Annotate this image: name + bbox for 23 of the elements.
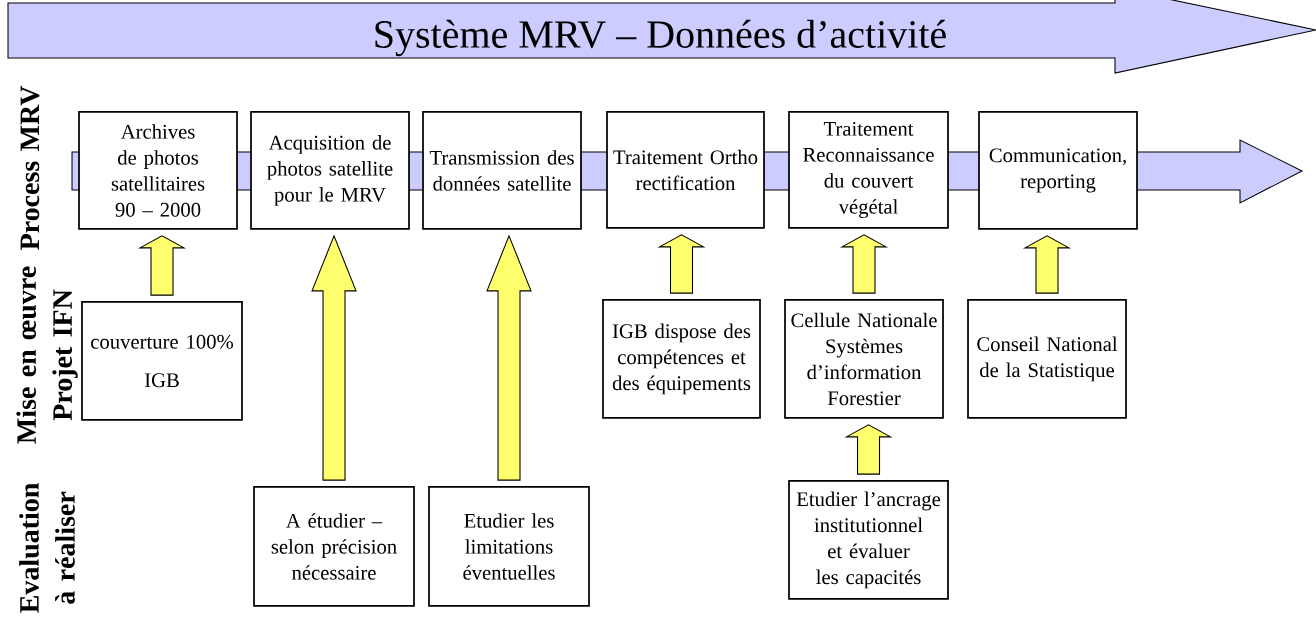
- text-box: Traitement Reconnaissance du couvert végétal: [788, 111, 949, 229]
- text-box: Etudier les limitations éventuelles: [428, 486, 590, 607]
- block-arrow: [137, 235, 187, 296]
- text-box: Communication, reporting: [978, 111, 1138, 230]
- text-box: Cellule Nationale Systèmes d’information Forestier: [784, 299, 944, 419]
- block-arrow: [486, 234, 532, 481]
- text-box: Archives de photos satellitaires 90 – 2000: [78, 111, 238, 230]
- row-label: Mise en œuvre Projet IFN: [16, 266, 78, 444]
- text-box: IGB dispose des compétences et des équipements: [602, 299, 761, 419]
- text-box: Conseil National de la Statistique: [967, 299, 1127, 419]
- block-arrow: [657, 234, 706, 294]
- text-box: Etudier l’ancrage institutionnel et évaluer les capacités: [788, 480, 949, 600]
- block-arrow: [1022, 235, 1072, 294]
- text-box: Traitement Ortho rectification: [606, 111, 765, 229]
- text-box: couverture 100% IGB: [81, 301, 243, 421]
- text-box: A étudier – selon précision nécessaire: [253, 486, 415, 607]
- block-arrow: [311, 234, 357, 481]
- row-label: Process MRV: [20, 85, 40, 250]
- block-arrow: [839, 234, 889, 294]
- text-box: Transmission des données satellite: [422, 111, 582, 230]
- block-arrow: [844, 424, 893, 475]
- row-label: Evaluation à réaliser: [19, 483, 75, 613]
- text-box: Acquisition de photos satellite pour le MRV: [250, 111, 410, 230]
